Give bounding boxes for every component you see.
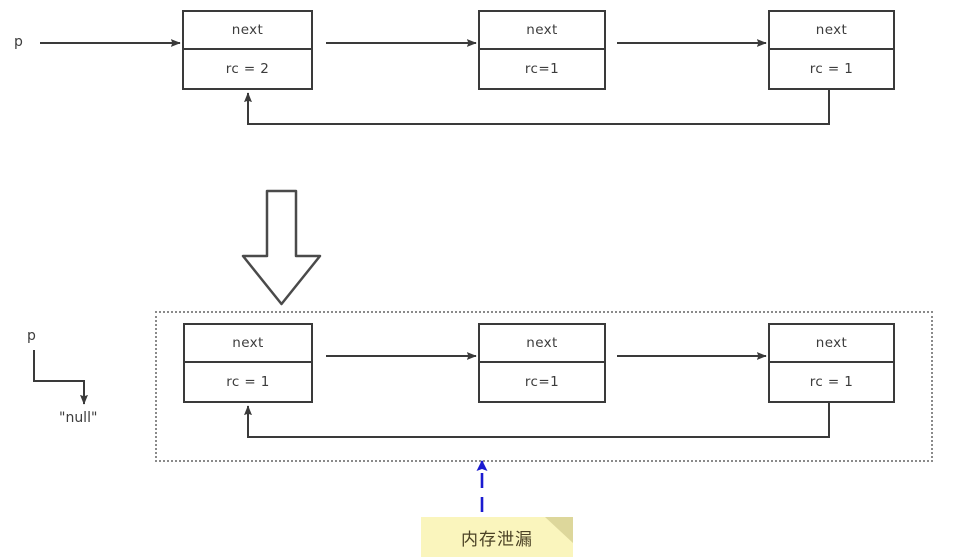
top-node-1-next: next <box>184 12 311 50</box>
top-pointer-label: p <box>14 34 23 50</box>
bottom-null-label: "null" <box>59 410 98 426</box>
bottom-node-2: next rc=1 <box>478 323 606 403</box>
bottom-node-1: next rc = 1 <box>183 323 313 403</box>
bottom-pointer-label: p <box>27 328 36 344</box>
note-background <box>421 517 573 557</box>
bottom-node-1-next: next <box>185 325 311 363</box>
top-node-3-rc: rc = 1 <box>809 61 854 77</box>
top-node-2: next rc=1 <box>478 10 606 90</box>
bottom-pointer-null-arrow <box>33 350 88 405</box>
leaked-region-outline <box>155 311 933 462</box>
memory-leak-note-label: 内存泄漏 <box>461 529 533 550</box>
top-node-1-rc: rc = 2 <box>225 61 270 77</box>
top-node-1: next rc = 2 <box>182 10 313 90</box>
bottom-node-3: next rc = 1 <box>768 323 895 403</box>
bottom-node-2-next: next <box>480 325 604 363</box>
bottom-node-3-rc: rc = 1 <box>809 374 854 390</box>
top-node-3-next: next <box>770 12 893 50</box>
bottom-node-2-rc: rc=1 <box>524 374 560 390</box>
bottom-node-1-rc: rc = 1 <box>226 374 270 390</box>
bottom-cycle-link <box>244 403 830 438</box>
bottom-node-3-next: next <box>770 325 893 363</box>
top-cycle-link <box>244 90 830 125</box>
transition-block-arrow <box>241 189 322 306</box>
top-node-2-rc: rc=1 <box>524 61 560 77</box>
memory-leak-note: 内存泄漏 <box>421 517 573 557</box>
top-node-2-next: next <box>480 12 604 50</box>
top-node-3: next rc = 1 <box>768 10 895 90</box>
